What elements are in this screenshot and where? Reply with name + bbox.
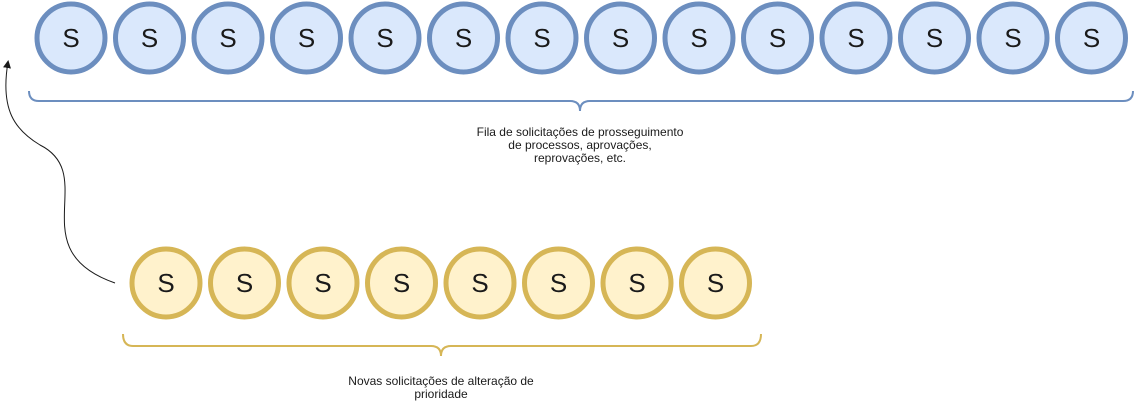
main-queue-label: S [376, 23, 393, 53]
main-queue-circle [741, 1, 814, 75]
priority-queue-item: S [522, 246, 595, 320]
main-queue-item: S [898, 1, 971, 75]
main-queue-item: S [191, 1, 265, 75]
main-queue-item: S [505, 1, 579, 75]
main-queue-circle [270, 1, 343, 75]
priority-queue-item: S [443, 246, 517, 320]
main-queue-circle [348, 1, 422, 75]
priority-queue-item: S [365, 246, 438, 320]
priority-queue-label: S [471, 268, 488, 298]
main-queue-item: S [662, 1, 736, 75]
priority-queue-label: S [157, 268, 174, 298]
priority-queue-label: S [628, 268, 645, 298]
priority-queue-circle [286, 246, 360, 320]
main-queue-circle [898, 1, 971, 75]
main-queue-item: S [819, 1, 893, 75]
priority-queue-circle [679, 246, 752, 320]
priority-queue-item: S [286, 246, 360, 320]
priority-queue-item: S [129, 246, 203, 320]
priority-queue-item: S [679, 246, 752, 320]
main-queue-item: S [270, 1, 343, 75]
main-queue-label: S [926, 23, 943, 53]
main-queue-circle [113, 1, 186, 75]
main-queue-brace [28, 90, 1134, 112]
priority-queue-circle [129, 246, 203, 320]
priority-queue-label: S [314, 268, 331, 298]
main-queue-circle [34, 1, 108, 75]
main-queue-item: S [976, 1, 1050, 75]
main-queue-item: S [584, 1, 657, 75]
main-queue-caption-line: de processos, aprovações, [508, 138, 652, 152]
priority-queue-caption-line: prioridade [414, 387, 468, 401]
main-queue-label: S [298, 23, 315, 53]
priority-queue-brace [122, 333, 762, 357]
main-queue-item: S [113, 1, 186, 75]
priority-queue-caption-line: Novas solicitações de alteração de [348, 374, 534, 388]
main-queue-circle [191, 1, 265, 75]
main-queue-label: S [533, 23, 550, 53]
main-queue-label: S [1083, 23, 1100, 53]
main-queue-circle [1055, 1, 1128, 75]
main-queue-label: S [690, 23, 707, 53]
main-queue-item: S [741, 1, 814, 75]
priority-queue-label: S [393, 268, 410, 298]
main-queue-item: S [34, 1, 108, 75]
priority-queue-circle [365, 246, 438, 320]
main-queue-circle [976, 1, 1050, 75]
main-queue-label: S [612, 23, 629, 53]
priority-queue-caption: Novas solicitações de alteração de prior… [291, 375, 591, 401]
main-queue-circle [662, 1, 736, 75]
priority-queue-item: S [600, 246, 674, 320]
priority-queue-label: S [236, 268, 253, 298]
priority-queue-label: S [550, 268, 567, 298]
priority-queue-circle [208, 246, 281, 320]
main-queue-label: S [62, 23, 79, 53]
main-queue-caption-line: reprovações, etc. [533, 151, 627, 165]
main-queue-label: S [455, 23, 472, 53]
main-queue-item: S [427, 1, 500, 75]
priority-queue-circle [522, 246, 595, 320]
main-queue-caption-line: Fila de solicitações de prosseguimento [476, 125, 684, 139]
main-queue-circle [819, 1, 893, 75]
main-queue-caption: Fila de solicitações de prosseguimento d… [430, 126, 730, 165]
main-queue-label: S [141, 23, 158, 53]
main-queue-circle [505, 1, 579, 75]
main-queue-item: S [1055, 1, 1128, 75]
priority-queue-circle [443, 246, 517, 320]
main-queue-label: S [847, 23, 864, 53]
main-queue-label: S [769, 23, 786, 53]
priority-queue-label: S [707, 268, 724, 298]
priority-queue-item: S [208, 246, 281, 320]
main-queue-circle [584, 1, 657, 75]
main-queue-circle [427, 1, 500, 75]
main-queue-item: S [348, 1, 422, 75]
main-queue-label: S [219, 23, 236, 53]
main-queue-label: S [1004, 23, 1021, 53]
priority-to-main-arrow [3, 60, 116, 284]
priority-queue-circle [600, 246, 674, 320]
